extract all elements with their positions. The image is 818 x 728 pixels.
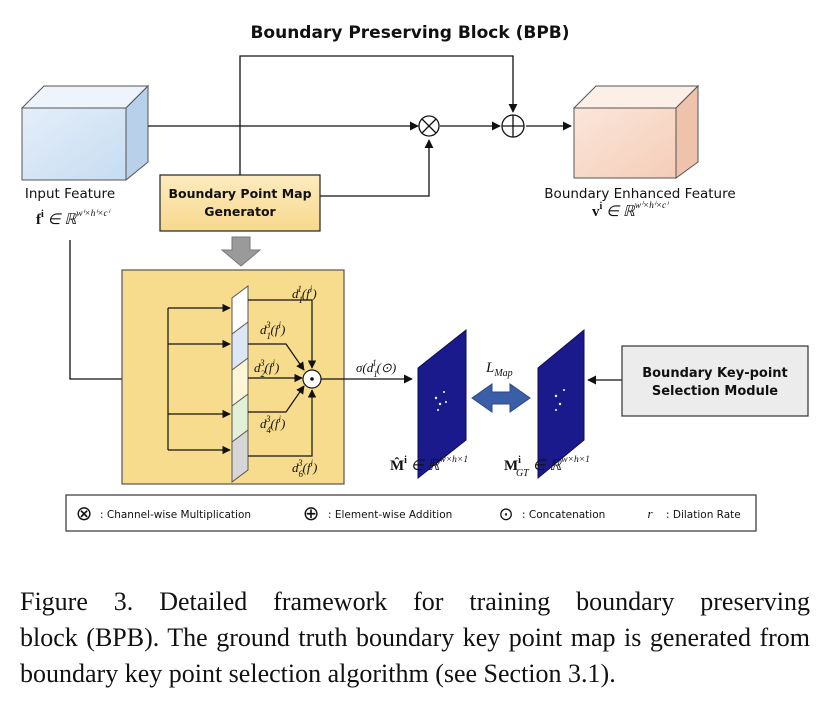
figure-caption: Figure 3. Detailed framework for trainin… [20,584,810,692]
legend-item-addition: ⊕ : Element-wise Addition [303,501,453,525]
gt-boundary-map [537,328,585,480]
dilated-label-3: d23(fi) [254,358,279,379]
legend-symbol-concat-icon: ⊙ [498,504,513,525]
diagram-title: Boundary Preserving Block (BPB) [250,23,569,43]
legend-text-concat: : Concatenation [522,509,605,521]
bpb-diagram: Boundary Preserving Block (BPB) Input Fe… [20,23,809,532]
loss-double-arrow [471,383,531,413]
element-addition-operator [501,114,525,138]
legend-box [65,494,757,532]
skip-connection-line [239,55,518,175]
legend-text-multiply: : Channel-wise Multiplication [100,509,251,521]
output-feature-label: Boundary Enhanced Feature [544,186,735,202]
legend-item-dilation-rate: r : Dilation Rate [647,506,740,521]
dilated-label-1: d11(fi) [292,284,317,305]
boundary-keypoint-selection-module [621,345,809,417]
legend-symbol-dilation: r [647,506,653,521]
boundary-point-map-generator [159,174,321,232]
legend-item-concatenation: ⊙ : Concatenation [498,504,605,525]
concat-input-lines [248,299,317,457]
expand-down-arrow [220,236,262,267]
output-feature-formula: vi ∈ ℝwⁱ×hⁱ×cⁱ [592,200,669,220]
input-feature-cube [20,84,150,182]
legend-symbol-add-icon: ⊕ [303,501,320,525]
caption-rest: block (BPB). The ground truth boundary k… [20,623,810,688]
dilated-label-4: d43(fi) [260,414,285,435]
legend-text-add: : Element-wise Addition [328,509,452,521]
concatenation-operator [302,369,322,389]
generator-label-line1: Boundary Point Map [168,186,311,201]
generator-to-mult-line [320,139,434,197]
dilated-conv-feature-stack [231,285,249,483]
channel-multiplication-operator [418,115,440,137]
generator-label-line2: Generator [204,204,276,219]
caption-line-1: Figure 3. Detailed framework for trainin… [20,587,810,616]
dilated-label-5: d63(fi) [292,458,317,479]
selection-module-line1: Boundary Key-point [642,366,788,381]
input-feature-formula: fi ∈ ℝwⁱ×hⁱ×cⁱ [36,208,111,228]
input-feature-label: Input Feature [25,186,115,202]
predicted-map-formula: M̂i ∈ ℝw×h×1 [390,455,468,474]
loss-label: LMap [485,360,513,379]
dilation-branch-lines [167,303,231,455]
legend-item-multiplication: ⊗ : Channel-wise Multiplication [76,501,251,525]
sigma-label: σ(d11(⊙) [356,358,396,379]
legend-text-dilation: : Dilation Rate [666,509,741,521]
selection-module-line2: Selection Module [652,384,778,399]
legend-symbol-multiply-icon: ⊗ [76,501,93,525]
dilated-label-2: d13(fi) [260,320,285,341]
output-feature-cube [572,84,700,179]
predicted-boundary-map [417,328,467,480]
